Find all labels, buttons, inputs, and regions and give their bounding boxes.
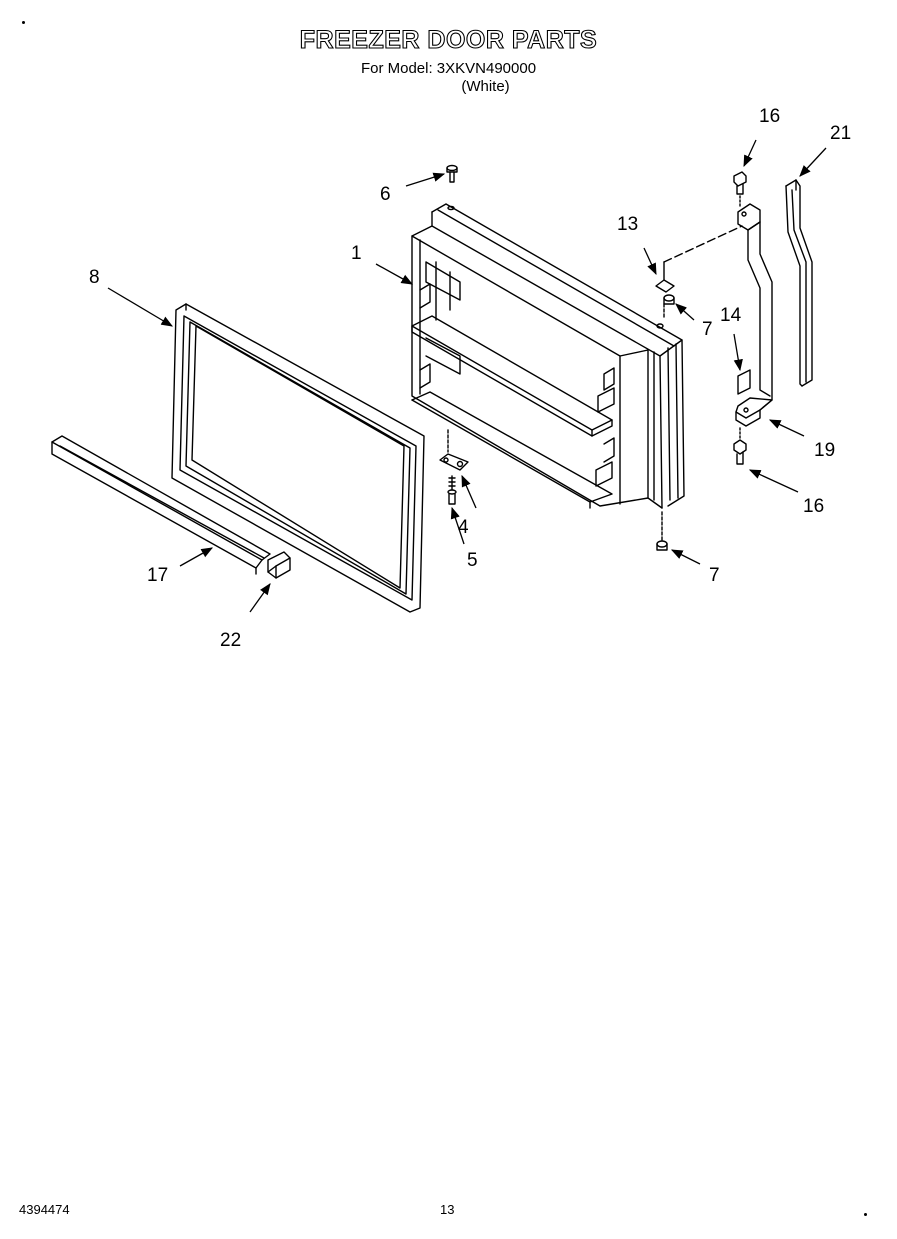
door-liner-part [411, 203, 685, 509]
callout-19: 19 [814, 440, 836, 461]
leader-1 [375, 263, 414, 285]
leader-13 [643, 247, 657, 276]
leader-16-lower [748, 469, 799, 493]
callout-1: 1 [351, 243, 362, 264]
callout-4: 4 [458, 517, 469, 538]
door-gasket-part [171, 303, 425, 613]
leader-4 [461, 474, 477, 509]
leader-14 [733, 333, 743, 372]
callout-22: 22 [220, 630, 242, 651]
callout-5: 5 [467, 550, 478, 571]
leader-19 [768, 419, 805, 437]
callout-16-lower: 16 [803, 496, 825, 517]
bushing-parts [656, 294, 675, 551]
callout-7-lower: 7 [709, 565, 720, 586]
hinge-cover-part [785, 179, 813, 387]
scan-speck [22, 21, 25, 24]
page-title: FREEZER DOOR PARTS [299, 25, 598, 54]
model-line: For Model: 3XKVN490000 [360, 60, 537, 77]
leader-22 [249, 583, 271, 613]
hinge-screw-parts [733, 171, 747, 465]
part-number: 4394474 [19, 1202, 70, 1217]
callout-16-upper: 16 [759, 106, 781, 127]
leader-5 [450, 506, 465, 545]
hinge-bracket-part [735, 203, 773, 427]
scan-speck [864, 1213, 867, 1216]
leader-7-lower [670, 549, 701, 565]
leader-8 [107, 287, 174, 327]
callout-8: 8 [89, 267, 100, 288]
callout-13: 13 [617, 214, 639, 235]
page-number: 13 [440, 1202, 455, 1217]
leader-17 [179, 547, 214, 567]
leader-6 [405, 172, 446, 187]
shim-part [655, 225, 743, 319]
handle-trim-part [51, 435, 271, 575]
leader-16-upper [743, 139, 757, 168]
color-line: (White) [461, 78, 510, 95]
end-cap-part [267, 551, 291, 579]
callout-7-upper: 7 [702, 319, 713, 340]
bottom-hinge-parts [439, 429, 469, 505]
callout-14: 14 [720, 305, 742, 326]
hinge-pin-part [446, 164, 458, 183]
leader-21 [799, 147, 827, 177]
callout-6: 6 [380, 184, 391, 205]
leader-7-upper [675, 303, 695, 321]
callout-21: 21 [830, 123, 852, 144]
callout-17: 17 [147, 565, 169, 586]
